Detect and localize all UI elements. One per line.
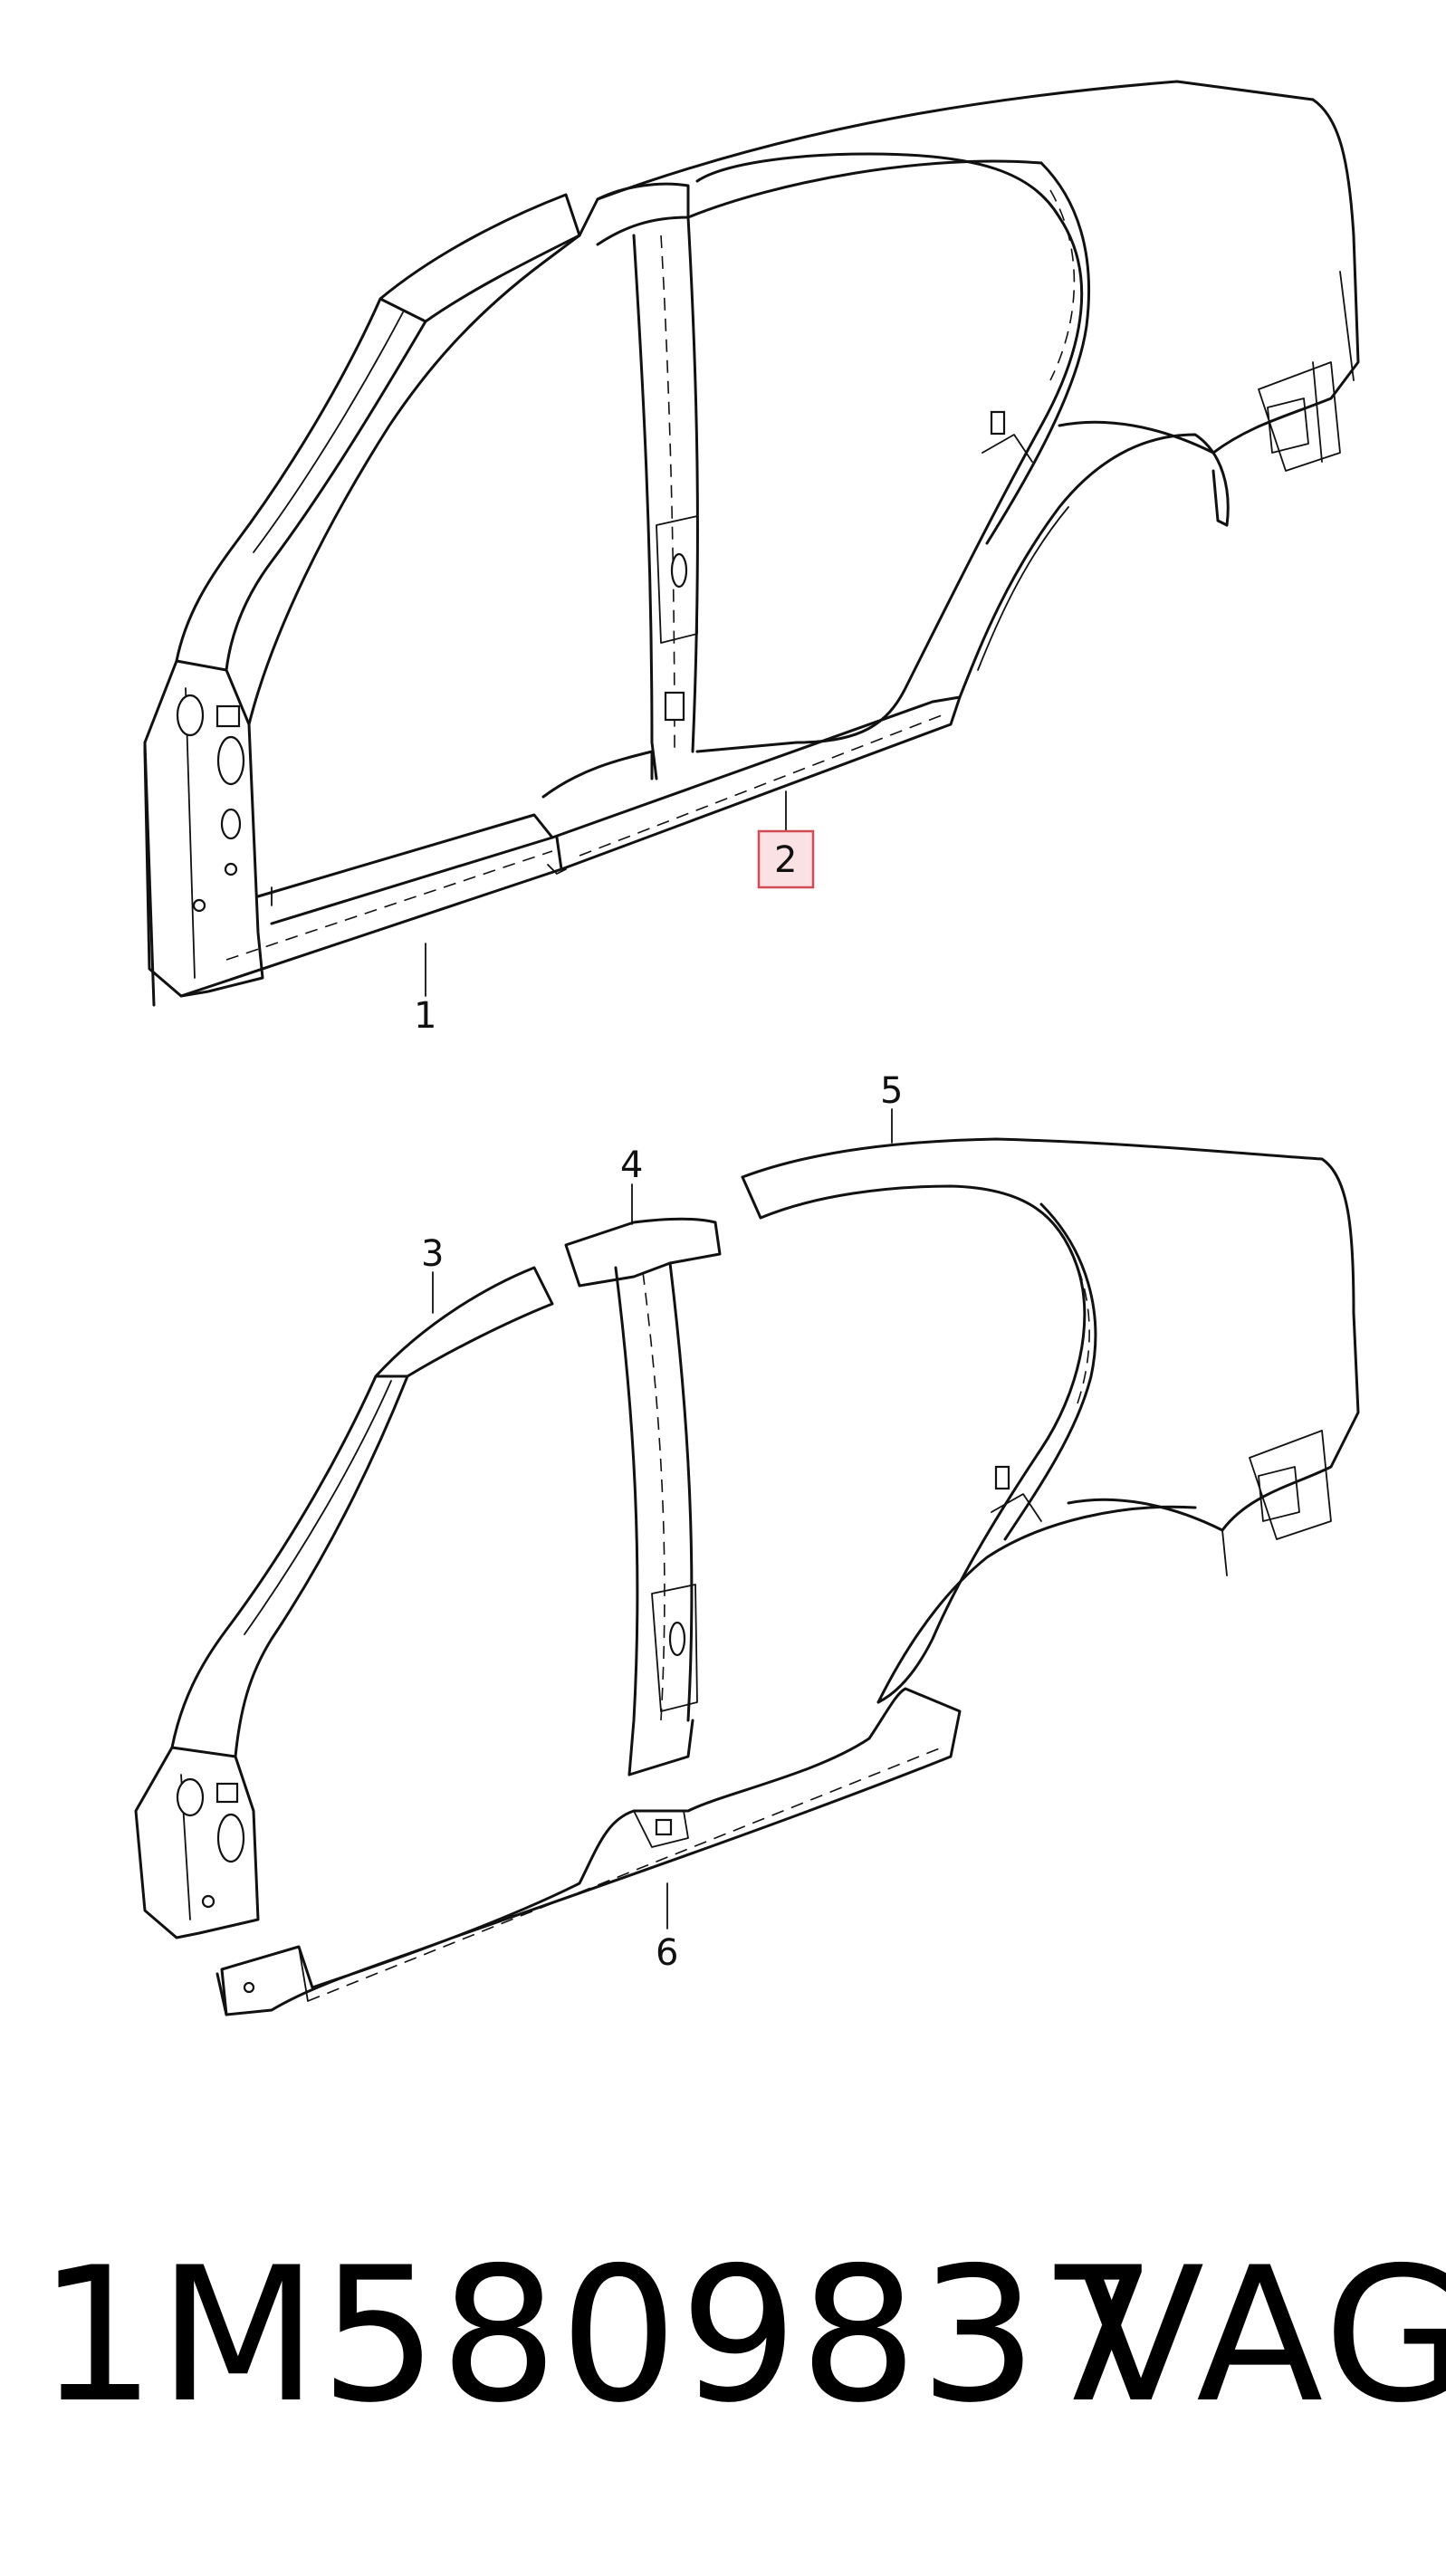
- footer: 1M5809837 VAG: [0, 2236, 1446, 2436]
- callout-4[interactable]: 4: [620, 1144, 643, 1225]
- callout-2[interactable]: 2: [757, 790, 815, 889]
- parts-diagram: 1 2 3 4 5 6: [134, 80, 1360, 2016]
- assembled-side-panel: [143, 80, 1360, 1007]
- part-3-a-pillar: [134, 1266, 554, 1939]
- part-4-b-pillar: [564, 1217, 722, 1776]
- part-5-quarter-panel: [741, 1137, 1360, 1704]
- callout-label-4: 4: [620, 1144, 643, 1186]
- callout-1[interactable]: 1: [414, 943, 436, 1037]
- exploded-side-panel: [134, 1137, 1360, 2016]
- callout-3[interactable]: 3: [421, 1233, 444, 1314]
- callout-label-3: 3: [421, 1233, 444, 1275]
- part-6-sill: [215, 1687, 962, 2016]
- callout-6[interactable]: 6: [656, 1882, 678, 1974]
- callouts: 1 2 3 4 5 6: [414, 790, 903, 1974]
- callout-5[interactable]: 5: [880, 1070, 903, 1144]
- callout-label-2: 2: [774, 839, 797, 881]
- brand-label: VAG: [1077, 2228, 1446, 2444]
- callout-label-5: 5: [880, 1070, 903, 1112]
- callout-2-highlight: [757, 829, 815, 889]
- part-number: 1M5809837: [38, 2228, 1160, 2444]
- callout-label-6: 6: [656, 1932, 678, 1974]
- callout-label-1: 1: [414, 995, 436, 1037]
